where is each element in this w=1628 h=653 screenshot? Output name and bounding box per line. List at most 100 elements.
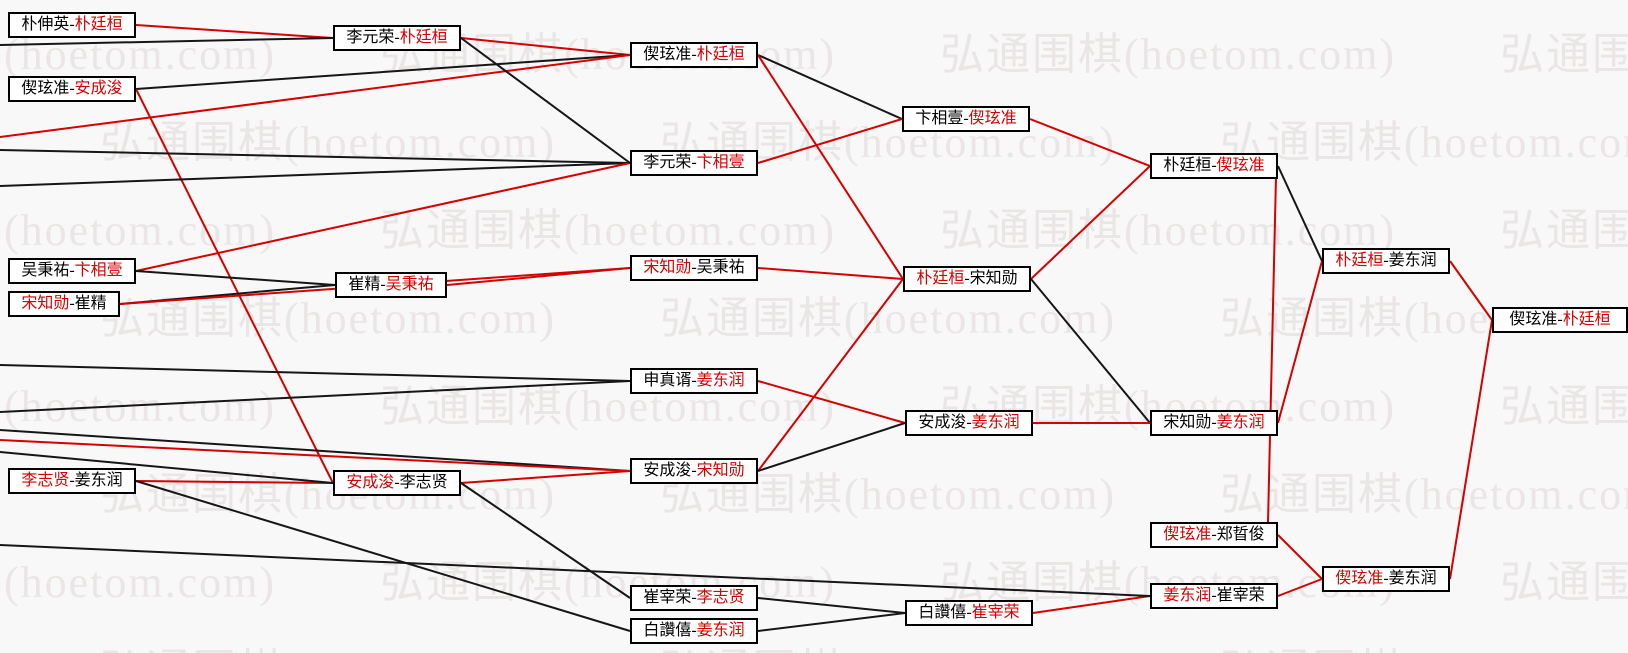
watermark-text: 弘通围棋(hoetom.com) <box>100 118 557 167</box>
bracket-line-black <box>1030 278 1151 424</box>
vs-dash: - <box>691 259 697 276</box>
watermark-text: 弘通围棋(hoetom.com) <box>660 294 1117 343</box>
watermark-text: 弘通围棋(hoetom.com) <box>660 634 1116 653</box>
bracket-line-red <box>135 24 334 39</box>
watermark-text: 弘通围棋(hoetom.com) <box>1500 206 1628 255</box>
watermark-text: 弘通围棋(hoetom.com) <box>1500 558 1628 607</box>
player2-name: 宋知勋 <box>696 462 745 479</box>
bracket-line-black <box>135 54 631 90</box>
player2-name: 姜东润 <box>696 372 745 389</box>
match-box-b21[interactable]: 宋知勋-姜东润 <box>1150 410 1278 436</box>
match-box-b2[interactable]: 偰玹准-安成浚 <box>8 76 136 102</box>
match-box-b12[interactable]: 申真谞-姜东润 <box>630 368 758 394</box>
match-box-b13[interactable]: 安成浚-宋知勋 <box>630 458 758 484</box>
match-box-b17[interactable]: 朴廷桓-宋知勋 <box>903 266 1031 292</box>
bracket-line-black <box>0 429 631 472</box>
bracket-line-black <box>0 162 631 187</box>
player1-name: 偰玹准 <box>21 80 70 97</box>
vs-dash: - <box>394 29 400 46</box>
match-box-b19[interactable]: 白讚僖-崔宰荣 <box>905 600 1033 626</box>
watermark-text: 弘通围棋(hoetom.com) <box>1220 634 1628 653</box>
bracket-line-red <box>757 278 904 472</box>
match-box-b20[interactable]: 朴廷桓-偰玹准 <box>1150 153 1278 179</box>
bracket-line-red <box>757 118 903 164</box>
bracket-line-black <box>0 364 631 382</box>
bracket-line-red <box>1267 176 1277 523</box>
bracket-line-black <box>460 37 631 164</box>
watermark-text: 弘通围棋(hoetom.com) <box>0 30 277 79</box>
match-box-b25[interactable]: 偰玹准-姜东润 <box>1322 566 1450 592</box>
vs-dash: - <box>966 414 972 431</box>
match-box-b14[interactable]: 崔宰荣-李志贤 <box>630 585 758 611</box>
bracket-line-red <box>460 37 631 56</box>
vs-dash: - <box>1211 157 1217 174</box>
vs-dash: - <box>394 474 400 491</box>
player2-name: 吴秉祐 <box>696 259 745 276</box>
bracket-line-red <box>1449 260 1493 321</box>
match-box-b3[interactable]: 吴秉祐-卞相壹 <box>8 258 136 284</box>
match-box-b24[interactable]: 朴廷桓-姜东润 <box>1322 248 1450 274</box>
vs-dash: - <box>1383 252 1389 269</box>
match-box-b18[interactable]: 安成浚-姜东润 <box>905 410 1033 436</box>
match-box-b5[interactable]: 李志贤-姜东润 <box>8 468 136 494</box>
vs-dash: - <box>1211 587 1217 604</box>
player2-name: 姜东润 <box>1388 570 1437 587</box>
match-box-b11[interactable]: 宋知勋-吴秉祐 <box>630 255 758 281</box>
match-box-b9[interactable]: 偰玹准-朴廷桓 <box>630 42 758 68</box>
bracket-line-red <box>757 54 904 280</box>
match-box-b4[interactable]: 宋知勋-崔精 <box>8 291 120 317</box>
player2-name: 崔宰荣 <box>971 604 1020 621</box>
player2-name: 偰玹准 <box>968 110 1017 127</box>
match-box-b7[interactable]: 崔精-吴秉祐 <box>335 272 447 298</box>
match-box-b22[interactable]: 偰玹准-郑晢俊 <box>1150 522 1278 548</box>
player1-name: 偰玹准 <box>1335 570 1384 587</box>
match-box-b15[interactable]: 白讚僖-姜东润 <box>630 618 758 644</box>
vs-dash: - <box>691 372 697 389</box>
player2-name: 朴廷桓 <box>74 16 123 33</box>
bracket-line-red <box>1277 534 1323 580</box>
player2-name: 姜东润 <box>74 472 123 489</box>
vs-dash: - <box>69 262 75 279</box>
vs-dash: - <box>69 16 75 33</box>
match-box-b23[interactable]: 姜东润-崔宰荣 <box>1150 583 1278 609</box>
player1-name: 宋知勋 <box>1163 414 1212 431</box>
vs-dash: - <box>1557 311 1563 328</box>
bracket-line-red <box>0 439 631 472</box>
player2-name: 安成浚 <box>74 80 123 97</box>
player2-name: 姜东润 <box>1388 252 1437 269</box>
match-box-b6[interactable]: 李元荣-朴廷桓 <box>333 25 461 51</box>
bracket-line-black <box>135 270 336 286</box>
player1-name: 卞相壹 <box>915 110 964 127</box>
bracket-line-black <box>0 149 631 164</box>
player1-name: 白讚僖 <box>643 622 692 639</box>
match-box-b8[interactable]: 安成浚-李志贤 <box>333 470 461 496</box>
player2-name: 卞相壹 <box>74 262 123 279</box>
match-box-b1[interactable]: 朴伸英-朴廷桓 <box>8 12 136 38</box>
bracket-line-red <box>1030 165 1151 280</box>
player1-name: 姜东润 <box>1163 587 1212 604</box>
vs-dash: - <box>69 295 75 312</box>
bracket-line-red <box>1277 260 1323 424</box>
player1-name: 安成浚 <box>918 414 967 431</box>
watermark-text: 弘通围棋(hoetom.com) <box>940 30 1397 79</box>
bracket-line-black <box>0 37 334 46</box>
match-box-b10[interactable]: 李元荣-卞相壹 <box>630 150 758 176</box>
bracket-line-red <box>0 54 631 138</box>
bracket-line-red <box>757 380 906 424</box>
bracket-line-red <box>757 267 904 280</box>
vs-dash: - <box>691 46 697 63</box>
player1-name: 宋知勋 <box>643 259 692 276</box>
bracket-line-red <box>1449 319 1493 580</box>
watermark-text: 弘通围棋(hoetom.com) <box>1500 382 1628 431</box>
player1-name: 崔宰荣 <box>643 589 692 606</box>
match-box-b16[interactable]: 卞相壹-偰玹准 <box>902 106 1030 132</box>
player2-name: 李志贤 <box>399 474 448 491</box>
player2-name: 崔精 <box>74 295 107 312</box>
vs-dash: - <box>691 589 697 606</box>
vs-dash: - <box>691 462 697 479</box>
match-box-b26[interactable]: 偰玹准-朴廷桓 <box>1492 307 1628 333</box>
player1-name: 宋知勋 <box>21 295 70 312</box>
vs-dash: - <box>380 276 386 293</box>
vs-dash: - <box>964 270 970 287</box>
